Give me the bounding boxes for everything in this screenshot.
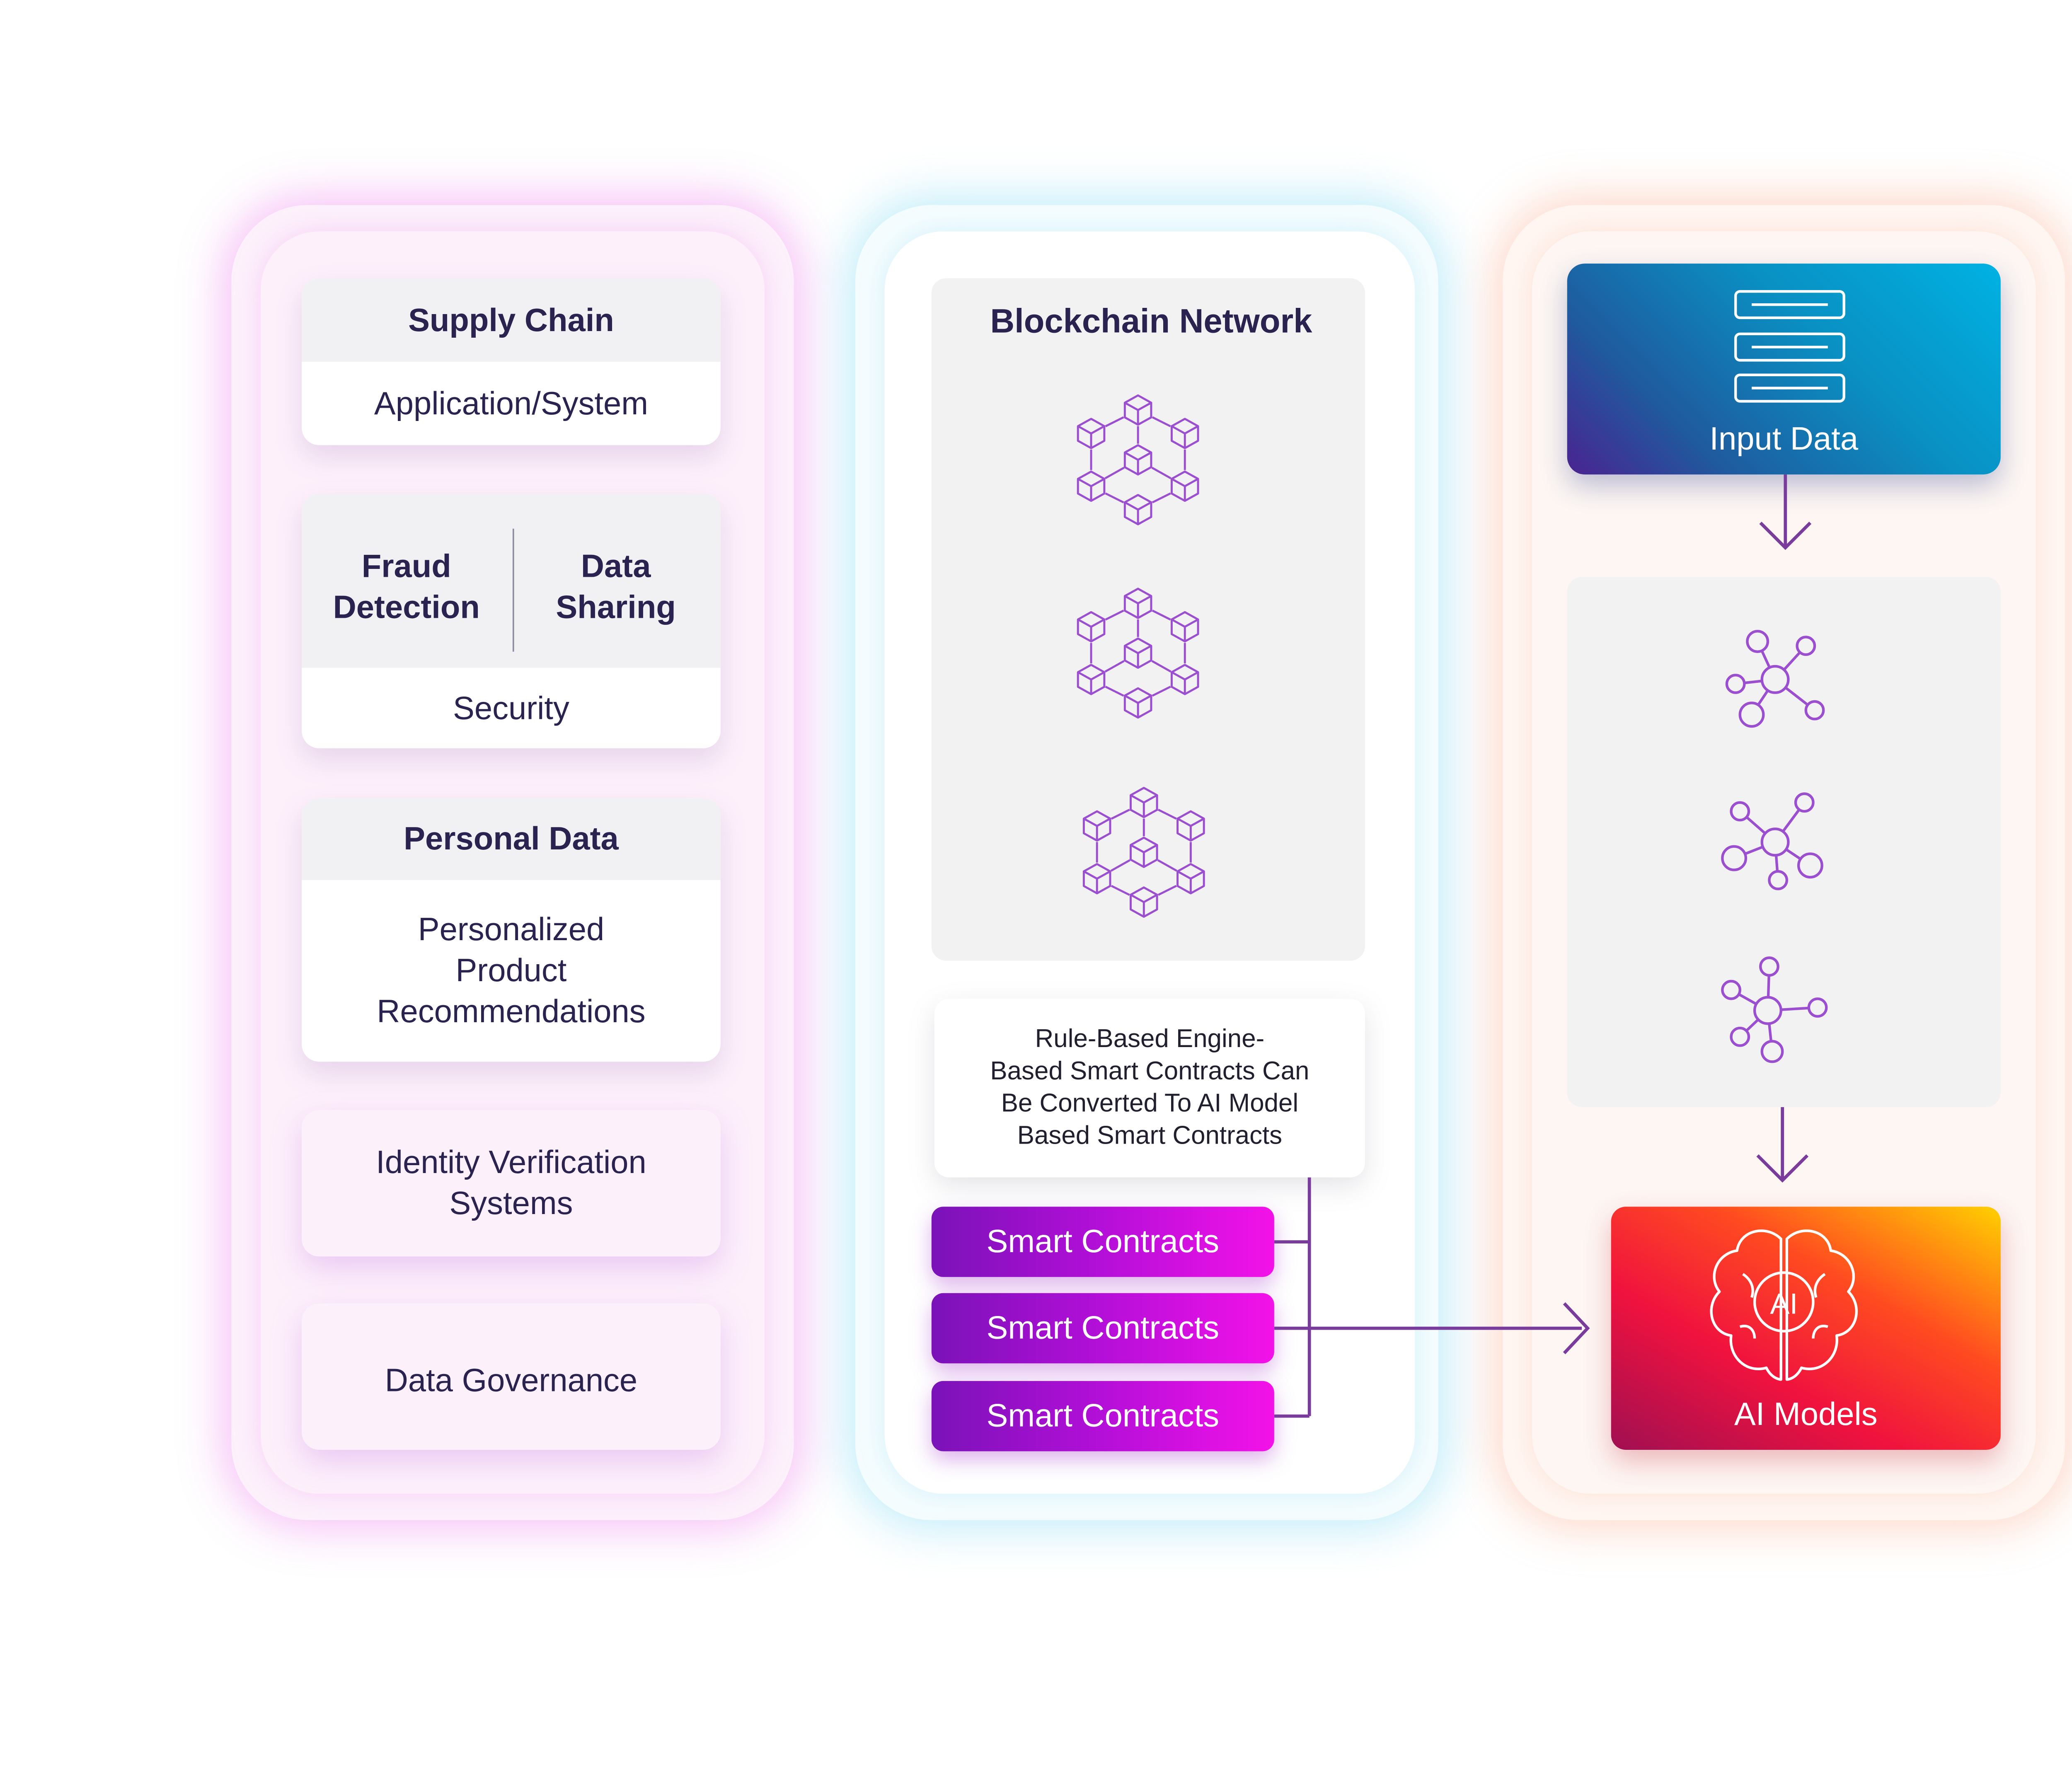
- data-sharing-line1: Data: [581, 547, 651, 585]
- smart-contracts-block-3: Smart Contracts: [931, 1381, 1274, 1451]
- supply-chain-title: Supply Chain: [302, 278, 721, 362]
- rule-based-engine-note: Rule-Based Engine- Based Smart Contracts…: [934, 999, 1365, 1178]
- security-label: Security: [453, 689, 569, 726]
- server-stack-icon: [1734, 290, 1845, 403]
- personal-data-card: Personal Data Personalized Product Recom…: [302, 798, 721, 1062]
- rule-note-line2: Based Smart Contracts Can: [990, 1056, 1310, 1085]
- input-data-label: Input Data: [1709, 420, 1859, 457]
- data-sharing-line2: Sharing: [556, 588, 676, 626]
- identity-line1: Identity Verification: [376, 1144, 646, 1180]
- data-governance-card: Data Governance: [302, 1303, 721, 1450]
- identity-line2: Systems: [449, 1185, 573, 1222]
- smart-contracts-block-1: Smart Contracts: [931, 1207, 1274, 1277]
- data-governance-label: Data Governance: [385, 1362, 638, 1399]
- ai-badge: AI: [1770, 1287, 1798, 1320]
- fraud-detection-line1: Fraud: [361, 547, 451, 585]
- supply-chain-card: Supply Chain Application/System: [302, 278, 721, 445]
- node-network-icon: [1725, 630, 1825, 728]
- ai-models-box: [1611, 1207, 2001, 1450]
- data-sharing-label: Data Sharing: [511, 546, 720, 628]
- recommendations-line3: Recommendations: [377, 993, 646, 1030]
- personalized-recommendations-label: Personalized Product Recommendations: [302, 880, 721, 1062]
- identity-verification-card: Identity Verification Systems: [302, 1110, 721, 1257]
- fraud-detection-label: Fraud Detection: [302, 546, 511, 628]
- security-card: Fraud Detection Data Sharing Security: [302, 493, 721, 749]
- node-network-icon: [1721, 956, 1828, 1063]
- blockchain-network-title: Blockchain Network: [990, 302, 1312, 340]
- vertical-divider: [513, 528, 514, 652]
- identity-verification-label: Identity Verification Systems: [302, 1110, 721, 1256]
- arrow-head-right-icon: [1563, 1302, 1590, 1355]
- arrow-down-input-to-network-icon: [1759, 474, 1812, 550]
- node-network-icon: [1721, 792, 1823, 890]
- supply-chain-subtitle: Application/System: [374, 385, 649, 421]
- input-data-box: [1567, 264, 2001, 475]
- rule-note-line4: Based Smart Contracts: [1017, 1120, 1283, 1150]
- ai-models-label: AI Models: [1734, 1396, 1878, 1432]
- smart-contracts-block-2: Smart Contracts: [931, 1293, 1274, 1364]
- smart-contracts-connector: [1274, 1177, 1582, 1418]
- fraud-detection-line2: Detection: [333, 588, 480, 626]
- arrow-down-network-to-ai-icon: [1756, 1107, 1809, 1183]
- security-card-head: Fraud Detection Data Sharing: [302, 493, 721, 668]
- rule-note-line3: Be Converted To AI Model: [1001, 1088, 1299, 1118]
- rule-note-line1: Rule-Based Engine-: [1035, 1023, 1265, 1053]
- brain-icon: [1710, 1229, 1858, 1381]
- personal-data-title: Personal Data: [302, 798, 721, 880]
- recommendations-line2: Product: [455, 952, 567, 989]
- recommendations-line1: Personalized: [418, 911, 605, 948]
